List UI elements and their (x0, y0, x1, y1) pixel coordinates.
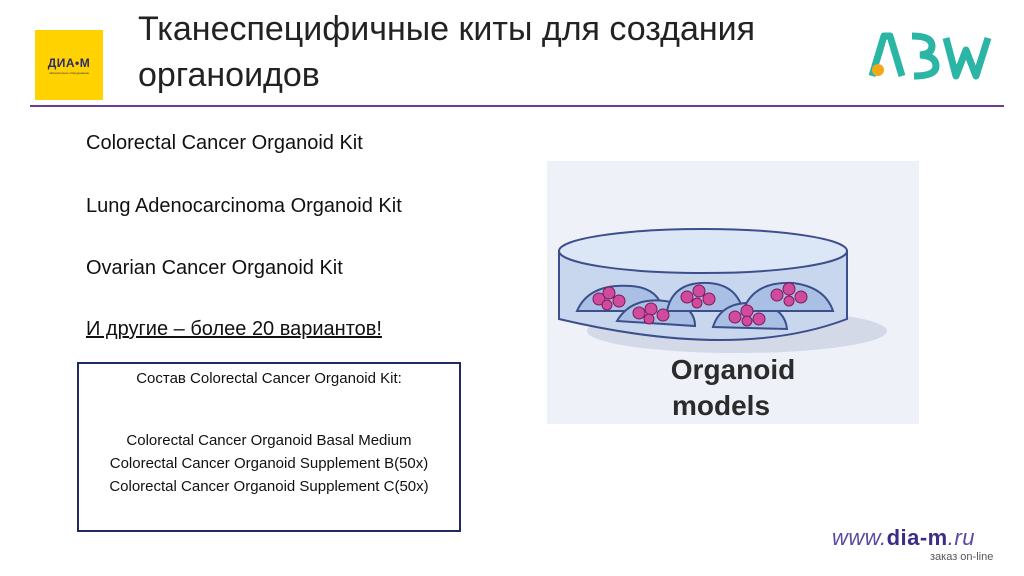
kit-more-variants: И другие – более 20 вариантов! (86, 318, 382, 340)
dia-m-logo-text: ДИА•М (47, 55, 91, 70)
kit-item: Colorectal Cancer Organoid Kit (86, 132, 363, 154)
website-suffix: .ru (947, 525, 975, 550)
kit-item: Lung Adenocarcinoma Organoid Kit (86, 195, 402, 217)
composition-item: Colorectal Cancer Organoid Supplement C(… (109, 478, 429, 495)
composition-item: Colorectal Cancer Organoid Supplement B(… (109, 455, 429, 472)
organoid-figure: Organoid models (547, 161, 919, 424)
petri-dish-illustration: Organoid models (558, 228, 887, 421)
website-prefix: www. (832, 525, 887, 550)
slide-title: Тканеспецифичные киты для создания орган… (138, 10, 756, 94)
abw-logo-icon (868, 32, 992, 80)
dia-m-logo: ДИА•М лабораторное оборудование (35, 30, 103, 100)
website-tagline: заказ on-line (930, 551, 994, 563)
kit-item: Ovarian Cancer Organoid Kit (86, 257, 343, 279)
dia-m-logo-subtext: лабораторное оборудование (48, 70, 90, 75)
composition-item: Colorectal Cancer Organoid Basal Medium (126, 432, 412, 449)
composition-box: Состав Colorectal Cancer Organoid Kit: C… (77, 362, 461, 532)
header-divider (30, 105, 1004, 107)
figure-caption-line1: Organoid (671, 354, 795, 385)
website-link[interactable]: www.dia-m.ru (832, 525, 975, 551)
composition-heading: Состав Colorectal Cancer Organoid Kit: (136, 370, 402, 387)
website-domain: dia-m (886, 525, 948, 550)
figure-caption-line2: models (672, 390, 770, 421)
